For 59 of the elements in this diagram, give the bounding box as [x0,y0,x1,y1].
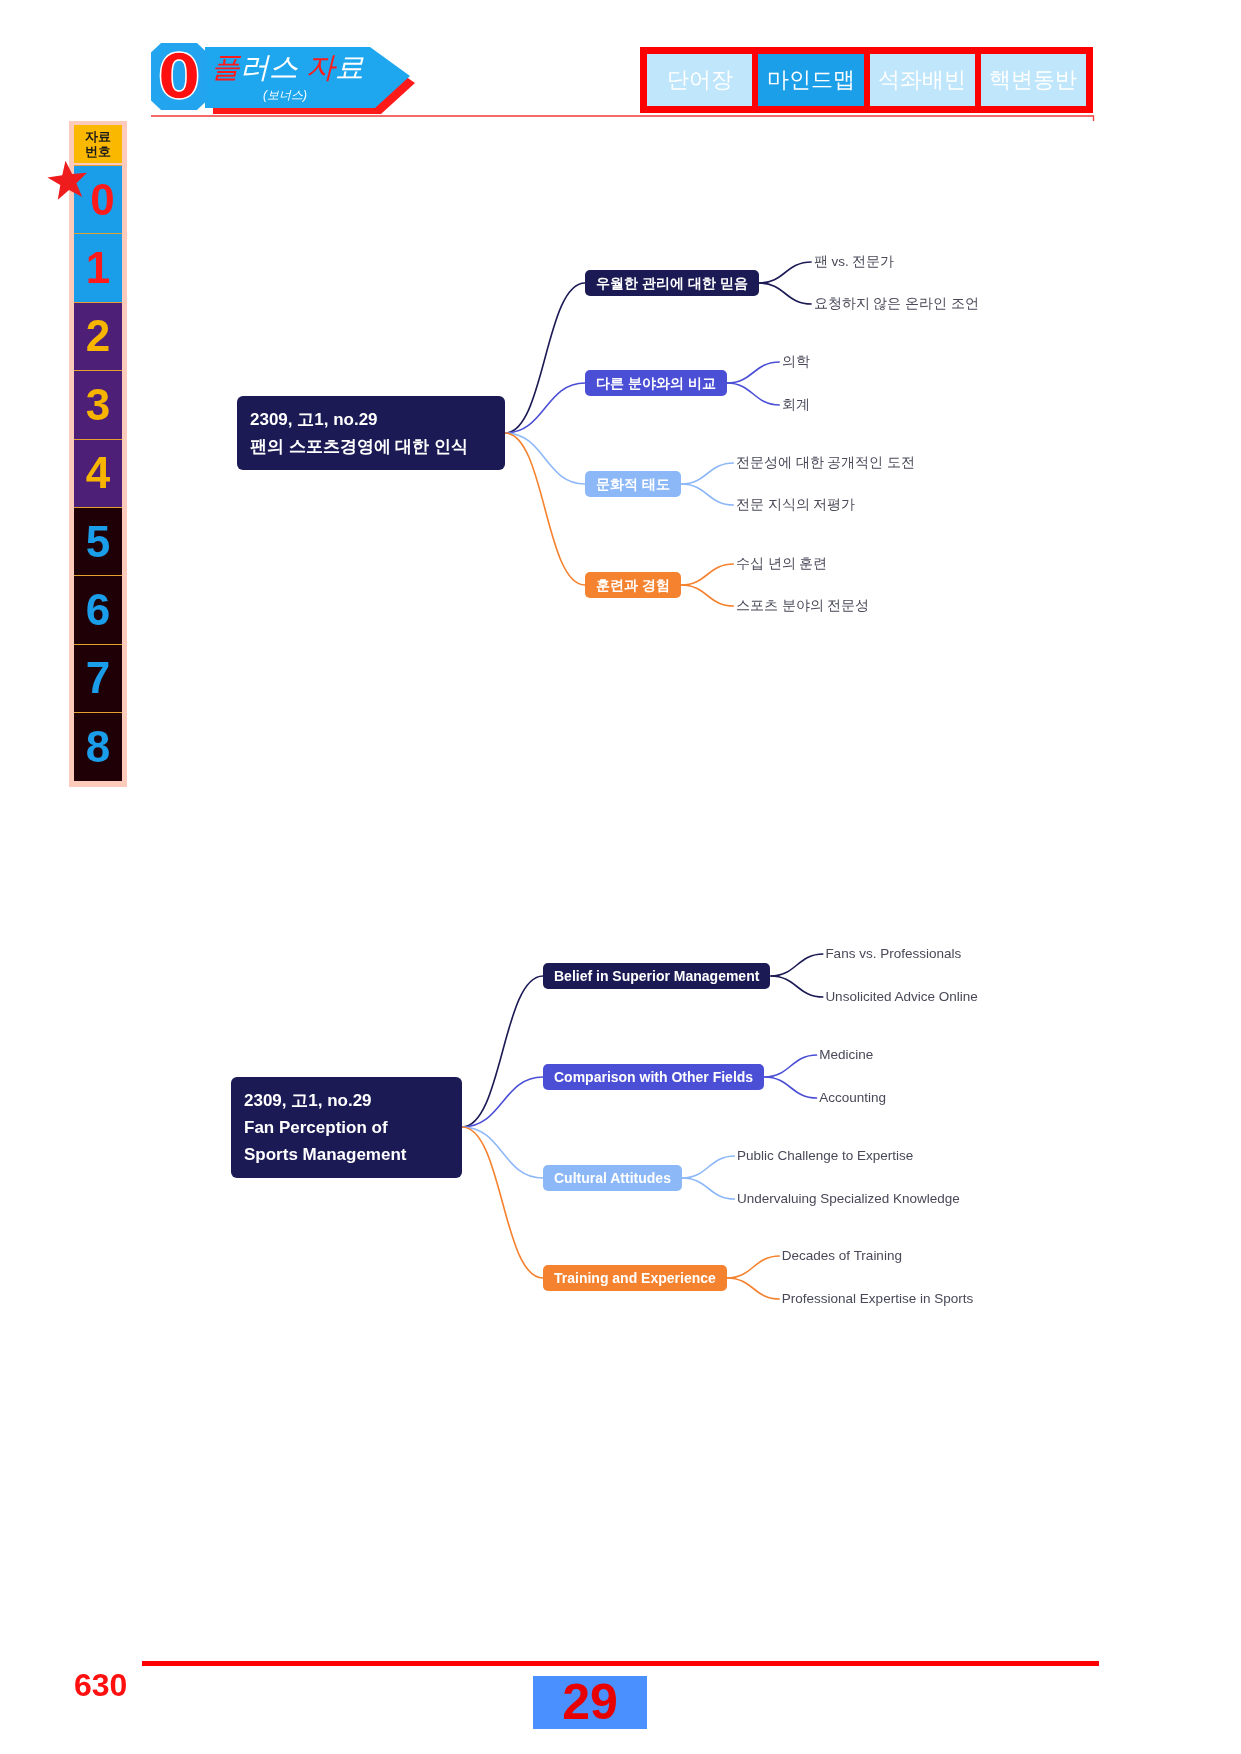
sidebar-tab: 1 [74,233,122,302]
leaf-label: 요청하지 않은 온라인 조언 [813,295,979,313]
leaf-label: 스포츠 분야의 전문성 [735,597,870,615]
tab: 마인드맵 [758,54,864,106]
branch-node: 문화적 태도 [585,471,681,497]
sidebar-heading: 자료 번호 [74,125,122,163]
branch-node: 우월한 관리에 대한 믿음 [585,270,759,296]
leaf-label: 전문성에 대한 공개적인 도전 [735,454,916,472]
branch-node: Comparison with Other Fields [543,1064,765,1090]
tab: 석좌배빈 [869,54,975,106]
sidebar-tab: 2 [74,301,122,371]
branch-node: Cultural Attitudes [543,1165,682,1191]
leaf-label: Undervaluing Specialized Knowledge [736,1190,960,1208]
root-title: 팬의 스포츠경영에 대한 인식 [250,436,470,458]
connector [681,1177,736,1200]
sidebar-tab: 6 [74,575,122,644]
connector [763,1076,818,1099]
leaf-label: Unsolicited Advice Online [825,988,978,1006]
connector [769,975,825,998]
tab: 단어장 [647,54,753,106]
connector [680,584,735,607]
leaf-label: 전문 지식의 저평가 [735,496,856,514]
root-heading: 2309, 고1, no.29 [250,409,379,431]
root-node [237,396,505,470]
sidebar-tab: 5 [74,507,122,576]
leaf-label: Professional Expertise in Sports [781,1290,974,1308]
banner-title: 플러스 자료 [211,50,365,85]
leaf-label: Accounting [819,1089,886,1107]
tab: 핵변동반 [980,54,1086,106]
leaf-label: 팬 vs. 전문가 [813,253,895,271]
branch-node: 다른 분야와의 비교 [585,370,727,396]
page-code: 630 [74,1667,128,1703]
sidebar-tab: 4 [74,438,122,507]
sidebar-tab: 3 [74,370,122,439]
root-node [231,1076,462,1178]
branch-node: Belief in Superior Management [543,963,771,989]
root-title: Fan Perception of Sports Management [244,1116,408,1166]
sidebar-tab: 7 [74,643,122,713]
connector [461,1126,544,1279]
connector [680,483,735,506]
connector [504,432,586,586]
connector [726,1277,781,1300]
page-number: 29 [533,1676,647,1729]
banner-subtitle: (보너스) [263,88,307,103]
root-heading: 2309, 고1, no.29 [244,1089,373,1112]
connector [726,382,781,406]
leaf-label: Fans vs. Professionals [825,945,962,963]
leaf-label: 회계 [781,396,810,414]
branch-node: Training and Experience [543,1265,727,1291]
connector [757,282,813,305]
number-badge: 0 [151,43,207,110]
sidebar-tab: 0 [74,165,122,234]
leaf-label: Medicine [819,1046,874,1064]
leaf-label: 수십 년의 훈련 [735,555,828,573]
leaf-label: Public Challenge to Expertise [736,1147,914,1165]
sidebar-tab: 8 [74,712,122,781]
leaf-label: Decades of Training [781,1247,902,1265]
leaf-label: 의학 [781,353,810,371]
branch-node: 훈련과 경험 [585,572,681,598]
